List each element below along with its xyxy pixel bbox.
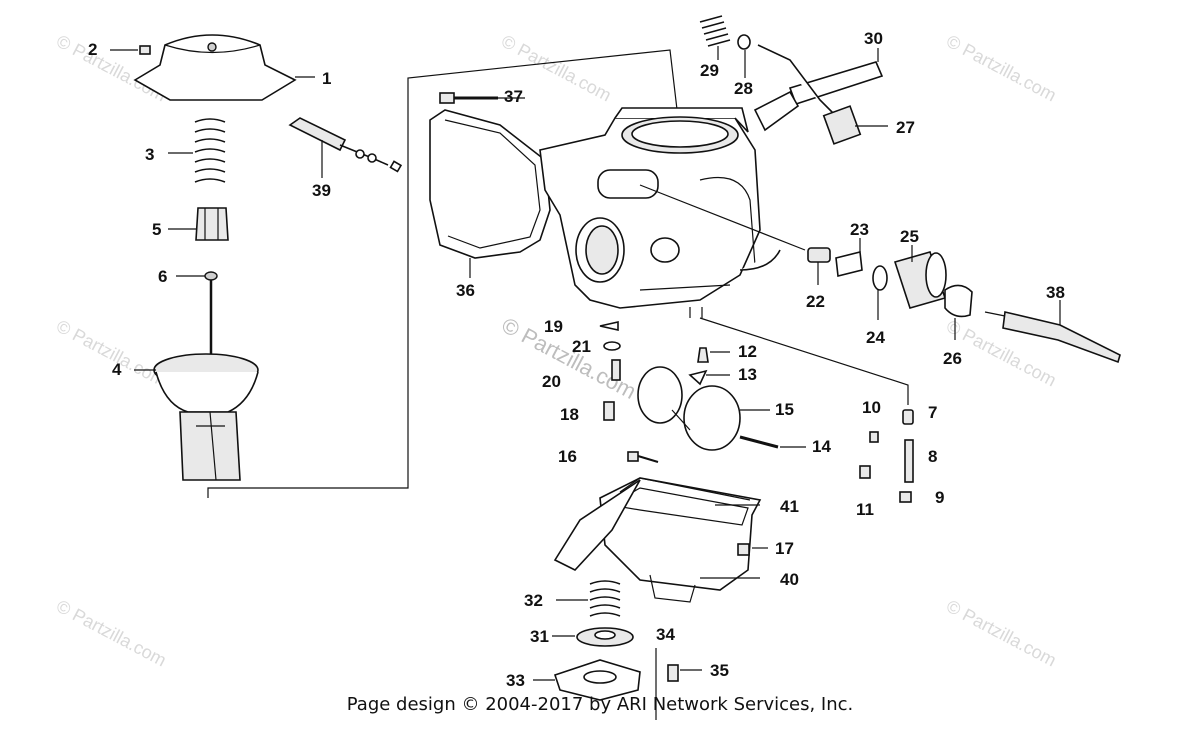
callout-31: 31: [530, 627, 549, 646]
part-plug-25[interactable]: [893, 245, 947, 309]
part-spring-3[interactable]: [168, 118, 226, 183]
callout-18: 18: [560, 405, 579, 424]
part-oring-24[interactable]: [872, 265, 888, 320]
callout-4: 4: [112, 360, 122, 379]
callout-38: 38: [1046, 283, 1065, 302]
callout-16: 16: [558, 447, 577, 466]
callout-13: 13: [738, 365, 757, 384]
part-needle-6[interactable]: [176, 271, 218, 365]
part-screw-17[interactable]: [737, 543, 768, 556]
callout-33: 33: [506, 671, 525, 690]
part-oring-21[interactable]: [603, 341, 621, 351]
callout-9: 9: [935, 488, 944, 507]
callout-29: 29: [700, 61, 719, 80]
part-float-15[interactable]: [637, 366, 770, 451]
part-rod-8[interactable]: [904, 439, 914, 483]
watermark: © Partzilla.com: [53, 316, 169, 391]
callout-41: 41: [780, 497, 799, 516]
footer-copyright: Page design © 2004-2017 by ARI Network S…: [346, 694, 854, 715]
part-washer-28[interactable]: [737, 34, 751, 78]
part-hose-30[interactable]: [753, 48, 884, 132]
callout-12: 12: [738, 342, 757, 361]
callout-17: 17: [775, 539, 794, 558]
callout-35: 35: [710, 661, 729, 680]
part-cover-33[interactable]: [533, 659, 641, 701]
part-gasket-41[interactable]: [619, 477, 760, 506]
callout-10: 10: [862, 398, 881, 417]
callout-6: 6: [158, 267, 167, 286]
callout-21: 21: [572, 337, 591, 356]
part-pin-12[interactable]: [697, 347, 730, 363]
part-spring-29[interactable]: [699, 15, 731, 60]
part-screw-16[interactable]: [627, 451, 659, 463]
part-screw-35[interactable]: [667, 664, 702, 682]
callout-25: 25: [900, 227, 919, 246]
part-cable-39[interactable]: [288, 117, 403, 178]
part-jet-19[interactable]: [599, 321, 619, 331]
callout-15: 15: [775, 400, 794, 419]
watermark: © Partzilla.com: [943, 596, 1059, 671]
part-spring-20[interactable]: [611, 359, 621, 381]
part-spring-23[interactable]: [835, 238, 863, 277]
callout-19: 19: [544, 317, 563, 336]
callout-2: 2: [88, 40, 97, 59]
callout-37: 37: [504, 87, 523, 106]
callout-23: 23: [850, 220, 869, 239]
part-screw-2[interactable]: [110, 45, 151, 55]
callout-8: 8: [928, 447, 937, 466]
part-cap-26[interactable]: [944, 284, 973, 340]
part-nut-9[interactable]: [899, 491, 912, 503]
watermark: © Partzilla.com: [53, 596, 169, 671]
part-needle-valve-13[interactable]: [688, 369, 730, 386]
callout-34: 34: [656, 625, 675, 644]
part-screw-10[interactable]: [869, 431, 879, 443]
part-float-bowl-40[interactable]: [553, 477, 762, 603]
part-screw-22[interactable]: [807, 247, 831, 285]
callout-24: 24: [866, 328, 885, 347]
callout-3: 3: [145, 145, 154, 164]
callout-27: 27: [896, 118, 915, 137]
part-spring-32[interactable]: [556, 580, 621, 617]
callout-1: 1: [322, 69, 331, 88]
part-sensor-27[interactable]: [757, 44, 888, 145]
part-bolt-37[interactable]: [439, 92, 525, 104]
callout-22: 22: [806, 292, 825, 311]
callout-7: 7: [928, 403, 937, 422]
part-pin-14[interactable]: [739, 435, 806, 449]
part-cover-36[interactable]: [429, 109, 551, 278]
callout-labels: 1 2 3 4 5 6 7 8 9 10 11 12 13 14 15 16 1…: [88, 29, 1065, 690]
callout-20: 20: [542, 372, 561, 391]
callout-36: 36: [456, 281, 475, 300]
part-diaphragm-31[interactable]: [552, 627, 634, 647]
watermark: © Partzilla.com: [943, 31, 1059, 106]
part-carburetor-body[interactable]: [539, 107, 806, 318]
watermark: © Partzilla.com: [53, 31, 169, 106]
callout-14: 14: [812, 437, 831, 456]
part-cap-7[interactable]: [902, 409, 914, 425]
callout-11: 11: [856, 500, 874, 519]
callout-5: 5: [152, 220, 161, 239]
part-choke-38[interactable]: [984, 300, 1121, 364]
part-screw-11[interactable]: [859, 465, 871, 479]
watermark-center: © Partzilla.com: [498, 312, 641, 404]
assembly-leader-line: [699, 317, 909, 405]
callout-40: 40: [780, 570, 799, 589]
callout-28: 28: [734, 79, 753, 98]
part-top-cover[interactable]: [133, 34, 315, 101]
part-diaphragm-slide-4[interactable]: [134, 353, 259, 481]
callout-30: 30: [864, 29, 883, 48]
assembly-bracket-line: [207, 49, 681, 498]
callout-39: 39: [312, 181, 331, 200]
callout-32: 32: [524, 591, 543, 610]
part-jet-18[interactable]: [603, 401, 615, 421]
callout-26: 26: [943, 349, 962, 368]
part-retainer-5[interactable]: [168, 207, 229, 241]
